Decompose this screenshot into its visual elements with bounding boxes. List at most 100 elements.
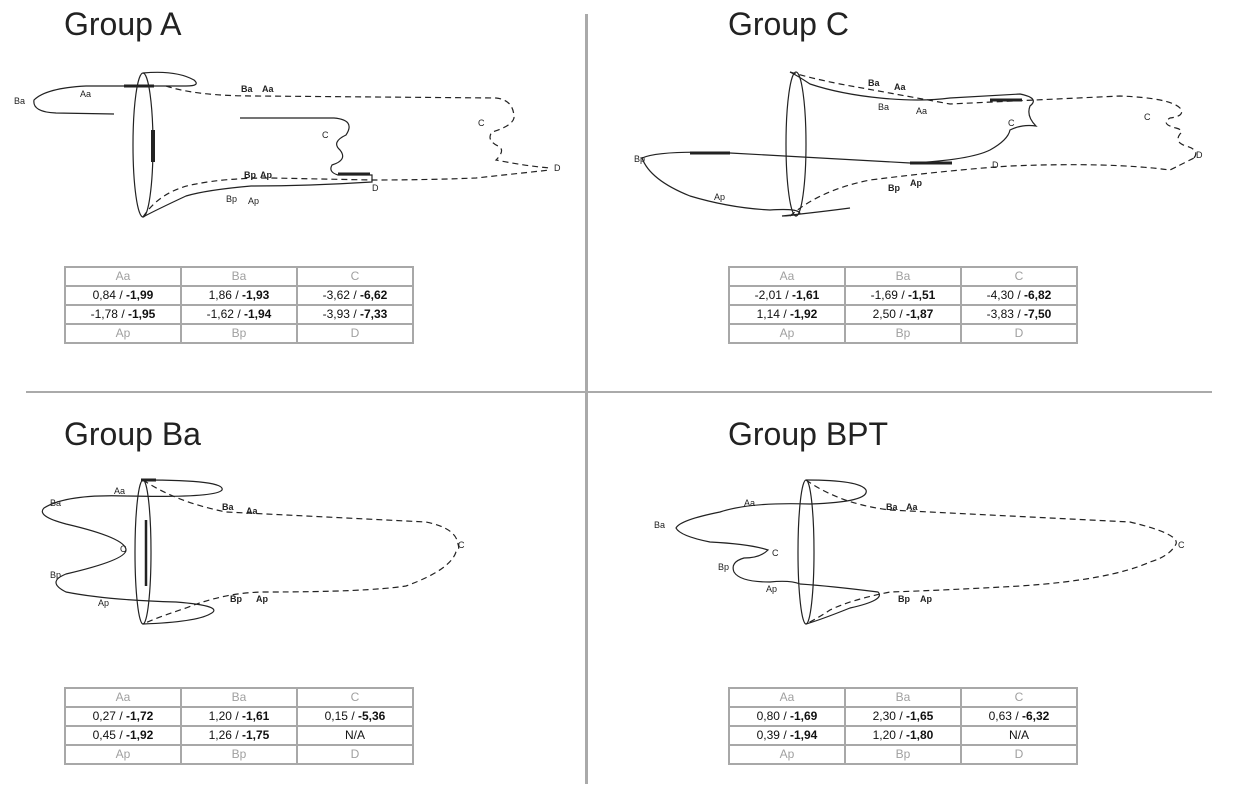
pelvic-organ-diagram: Bp Ap Ba Aa Ba Aa C C D D Bp Ap: [634, 71, 1203, 217]
header-ba: Ba: [844, 266, 962, 287]
label-bp-dashed: Bp: [244, 170, 256, 180]
measurement-table: Aa Ba C 0,84 / -1,99 1,86 / -1,93 -3,62 …: [64, 266, 414, 344]
anterior-wall-solid: [641, 71, 1038, 164]
value-bp: 1,20 / -1,80: [844, 725, 962, 746]
label-c-dashed: C: [1178, 540, 1185, 550]
value-ba: 1,86 / -1,93: [180, 285, 298, 306]
header-d: D: [296, 323, 414, 344]
label-bp-solid: Bp: [50, 570, 61, 580]
anterior-wall-solid: [675, 479, 867, 585]
posterior-wall-dashed: [142, 169, 551, 218]
anterior-wall-solid: [33, 71, 197, 115]
hymen-ring: [785, 71, 807, 217]
label-ap-solid: Ap: [766, 584, 777, 594]
label-ba-dashed: Ba: [886, 502, 898, 512]
label-aa-dashed: Aa: [894, 82, 906, 92]
header-aa: Aa: [728, 687, 846, 708]
label-d-dashed: D: [1196, 150, 1203, 160]
header-aa: Aa: [64, 687, 182, 708]
header-c: C: [960, 266, 1078, 287]
posterior-wall-solid: [641, 157, 851, 217]
label-aa-solid: Aa: [80, 89, 91, 99]
label-bp-dashed: Bp: [230, 594, 242, 604]
posterior-wall-dashed: [789, 157, 1195, 217]
header-bp: Bp: [180, 744, 298, 765]
pelvic-organ-diagram: Aa Ba C Bp Ap Ba Aa C Bp Ap: [654, 479, 1185, 625]
value-ba: 2,30 / -1,65: [844, 706, 962, 727]
label-ba-solid: Ba: [878, 102, 889, 112]
value-aa: -2,01 / -1,61: [728, 285, 846, 306]
label-ap-dashed: Ap: [920, 594, 932, 604]
label-ap-dashed: Ap: [256, 594, 268, 604]
value-c: -3,62 / -6,62: [296, 285, 414, 306]
value-d: -3,93 / -7,33: [296, 304, 414, 325]
panel-title: Group Ba: [64, 416, 201, 452]
value-ap: 1,14 / -1,92: [728, 304, 846, 325]
header-ap: Ap: [728, 744, 846, 765]
panel-group-ba: Group Ba Ba Aa C Bp Ap Ba Aa C Bp Ap Aa …: [26, 410, 586, 790]
header-ba: Ba: [180, 266, 298, 287]
label-ap-solid: Ap: [98, 598, 109, 608]
label-ba-solid: Ba: [654, 520, 665, 530]
header-bp: Bp: [844, 744, 962, 765]
label-c-solid: C: [1008, 118, 1015, 128]
label-d-dashed: D: [554, 163, 561, 173]
posterior-wall-solid: [41, 479, 223, 625]
panel-title: Group BPT: [728, 416, 889, 452]
header-ba: Ba: [180, 687, 298, 708]
label-bp-dashed: Bp: [898, 594, 910, 604]
header-ap: Ap: [64, 744, 182, 765]
value-d: N/A: [960, 725, 1078, 746]
anterior-wall-dashed: [165, 85, 551, 169]
pelvic-organ-diagram: Ba Aa Ba Aa C C D D Bp Ap Bp Ap: [14, 71, 561, 218]
label-aa-dashed: Aa: [906, 502, 918, 512]
posterior-wall-solid: [142, 117, 373, 218]
panel-group-bpt: Group BPT Aa Ba C Bp Ap Ba Aa C Bp Ap Aa…: [654, 410, 1236, 790]
label-d-solid: D: [992, 160, 999, 170]
horizontal-divider: [26, 391, 1212, 393]
panel-group-c: Group C Bp Ap Ba Aa Ba Aa C C D D Bp Ap: [634, 0, 1236, 380]
value-ap: -1,78 / -1,95: [64, 304, 182, 325]
header-c: C: [960, 687, 1078, 708]
value-aa: 0,84 / -1,99: [64, 285, 182, 306]
label-c-solid: C: [322, 130, 329, 140]
label-aa-solid: Aa: [744, 498, 755, 508]
header-d: D: [960, 323, 1078, 344]
value-c: -4,30 / -6,82: [960, 285, 1078, 306]
header-ba: Ba: [844, 687, 962, 708]
header-c: C: [296, 687, 414, 708]
label-ba-solid: Ba: [14, 96, 25, 106]
header-d: D: [296, 744, 414, 765]
label-bp-solid: Bp: [634, 154, 645, 164]
label-bp-solid: Bp: [226, 194, 237, 204]
label-c-solid: C: [120, 544, 127, 554]
label-c-dashed: C: [478, 118, 485, 128]
value-ap: 0,39 / -1,94: [728, 725, 846, 746]
label-ap-dashed: Ap: [260, 170, 272, 180]
label-c-dashed: C: [1144, 112, 1151, 122]
value-bp: -1,62 / -1,94: [180, 304, 298, 325]
label-ba-dashed: Ba: [868, 78, 880, 88]
vertical-divider: [585, 14, 588, 784]
value-ba: -1,69 / -1,51: [844, 285, 962, 306]
pelvic-organ-diagram: Ba Aa C Bp Ap Ba Aa C Bp Ap: [41, 478, 465, 625]
anterior-wall-dashed: [142, 479, 460, 625]
value-ba: 1,20 / -1,61: [180, 706, 298, 727]
measurement-table: Aa Ba C 0,80 / -1,69 2,30 / -1,65 0,63 /…: [728, 687, 1078, 765]
hymen-ring: [132, 72, 154, 218]
value-bp: 1,26 / -1,75: [180, 725, 298, 746]
label-ap-solid: Ap: [248, 196, 259, 206]
value-d: -3,83 / -7,50: [960, 304, 1078, 325]
value-ap: 0,45 / -1,92: [64, 725, 182, 746]
hymen-ring: [797, 479, 815, 625]
label-bp-solid: Bp: [718, 562, 729, 572]
label-d-solid: D: [372, 183, 379, 193]
label-ap-solid: Ap: [714, 192, 725, 202]
measurement-table: Aa Ba C 0,27 / -1,72 1,20 / -1,61 0,15 /…: [64, 687, 414, 765]
label-ap-dashed: Ap: [910, 178, 922, 188]
panel-title: Group C: [728, 6, 849, 42]
label-aa-dashed: Aa: [262, 84, 274, 94]
header-ap: Ap: [64, 323, 182, 344]
value-aa: 0,80 / -1,69: [728, 706, 846, 727]
label-bp-dashed: Bp: [888, 183, 900, 193]
